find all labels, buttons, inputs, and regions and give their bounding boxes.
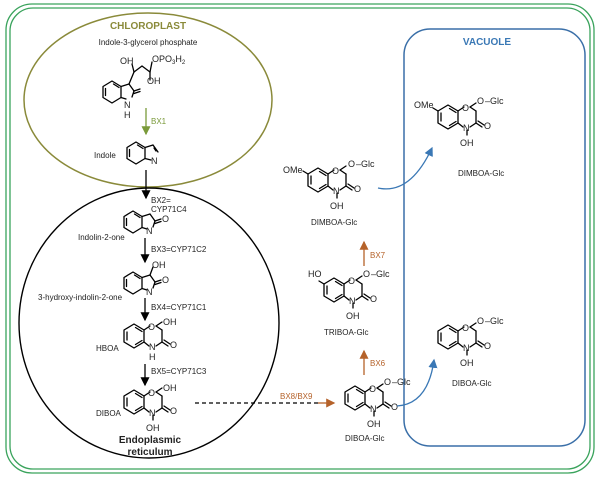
- indolinone-structure: [123, 210, 162, 234]
- hboa-h: H: [149, 352, 156, 362]
- bx4-label: BX4=CYP71C1: [151, 303, 207, 312]
- vac-diboa-glc-structure: [437, 322, 485, 356]
- bx6-label: BX6: [370, 359, 386, 368]
- vacuole-membrane: [403, 28, 586, 447]
- diboa-n: N: [149, 408, 156, 418]
- bx2-label-a: BX2=: [151, 196, 171, 205]
- cell-outline: [5, 3, 595, 474]
- triboa-glc-oglc: O–Glc: [363, 269, 390, 279]
- vac-diboa-glc-o-carbonyl: O: [484, 341, 491, 351]
- vac-diboa-glc-o-ring: O: [462, 323, 469, 333]
- vac-diboa-glc-label: DIBOA-Glc: [452, 379, 492, 388]
- igp-phosphate: OPO3H2: [152, 54, 186, 66]
- triboa-glc-label: TRIBOA-Glc: [324, 328, 368, 337]
- hboa-oh: OH: [163, 317, 177, 327]
- igp-label: Indole-3-glycerol phosphate: [99, 38, 198, 47]
- triboa-glc-n: N: [349, 296, 356, 306]
- hboa-structure: [123, 321, 171, 349]
- chloroplast-membrane: [23, 12, 273, 188]
- er-title-line1: Endoplasmic: [119, 435, 182, 446]
- bx7-label: BX7: [370, 251, 386, 260]
- hboa-label: HBOA: [96, 344, 119, 353]
- diboa-glc-oglc: O–Glc: [384, 377, 411, 387]
- vac-dimboa-glc-oh: OH: [460, 138, 474, 148]
- diboa-oh-top: OH: [163, 383, 177, 393]
- dimboa-glc-oh: OH: [330, 201, 344, 211]
- indole-n: N: [151, 156, 158, 166]
- diboa-glc-n: N: [370, 404, 377, 414]
- triboa-glc-oh: OH: [346, 311, 360, 321]
- dimboa-glc-ome: OMe: [283, 165, 303, 175]
- vac-dimboa-glc-label: DIMBOA-Glc: [458, 169, 504, 178]
- hboa-o-ring: O: [148, 322, 155, 332]
- indolinone-label: Indolin-2-one: [78, 233, 125, 242]
- triboa-glc-ho: HO: [308, 269, 322, 279]
- dimboa-glc-oglc: O–Glc: [348, 159, 375, 169]
- diboa-glc-o-ring: O: [369, 384, 376, 394]
- diboa-structure: [123, 387, 171, 421]
- dimboa-transport-arrow: [377, 146, 433, 190]
- triboa-glc-o-ring: O: [348, 276, 355, 286]
- diboa-label: DIBOA: [96, 409, 122, 418]
- bx2-label-b: CYP71C4: [151, 205, 187, 214]
- diboa-glc-structure: [344, 383, 392, 417]
- bx1-label: BX1: [151, 117, 167, 126]
- diboa-o-carbonyl: O: [170, 406, 177, 416]
- er-title-line2: reticulum: [127, 447, 172, 458]
- bx3-label: BX3=CYP71C2: [151, 245, 207, 254]
- bx5-label: BX5=CYP71C3: [151, 367, 207, 376]
- igp-n: N: [124, 100, 131, 110]
- hboa-n: N: [149, 342, 156, 352]
- diboa-oh-bottom: OH: [146, 423, 160, 433]
- igp-oh-2: OH: [147, 76, 161, 86]
- vacuole-title: VACUOLE: [463, 37, 511, 48]
- vac-dimboa-glc-structure: [432, 102, 485, 136]
- hydroxyindolinone-structure: [123, 266, 162, 295]
- dimboa-glc-o-ring: O: [332, 166, 339, 176]
- igp-h: H: [124, 110, 131, 120]
- hydroxyindolinone-o: O: [162, 275, 169, 285]
- hydroxyindolinone-oh: OH: [152, 260, 166, 270]
- indolinone-n: N: [146, 226, 153, 236]
- diboa-transport-arrow: [396, 358, 438, 407]
- diboa-glc-o-carbonyl: O: [391, 402, 398, 412]
- vac-dimboa-glc-oglc: O–Glc: [477, 96, 504, 106]
- vac-dimboa-glc-ome: OMe: [414, 100, 434, 110]
- diboa-glc-oh: OH: [367, 419, 381, 429]
- igp-oh-1: OH: [120, 56, 134, 66]
- dimboa-glc-structure: [302, 165, 355, 199]
- vac-diboa-glc-oglc: O–Glc: [477, 316, 504, 326]
- vac-dimboa-glc-n: N: [463, 123, 470, 133]
- hydroxyindolinone-label: 3-hydroxy-indolin-2-one: [38, 293, 123, 302]
- dimboa-glc-o-carbonyl: O: [354, 184, 361, 194]
- igp-structure: [102, 61, 153, 104]
- er-membrane: [18, 187, 280, 459]
- hboa-o-carbonyl: O: [170, 340, 177, 350]
- diboa-glc-label: DIBOA-Glc: [345, 434, 385, 443]
- indolinone-o: O: [162, 214, 169, 224]
- bx8-bx9-label: BX8/BX9: [280, 392, 313, 401]
- indole-structure: [126, 141, 159, 165]
- indole-label: Indole: [94, 151, 116, 160]
- vac-dimboa-glc-o-carbonyl: O: [484, 121, 491, 131]
- vac-diboa-glc-n: N: [463, 343, 470, 353]
- dimboa-glc-label: DIMBOA-Glc: [311, 218, 357, 227]
- diboa-o-ring: O: [148, 388, 155, 398]
- vac-diboa-glc-oh: OH: [460, 358, 474, 368]
- vac-dimboa-glc-o-ring: O: [462, 103, 469, 113]
- dimboa-glc-n: N: [333, 186, 340, 196]
- triboa-glc-structure: [318, 275, 371, 309]
- hydroxyindolinone-n: N: [146, 287, 153, 297]
- triboa-glc-o-carbonyl: O: [370, 294, 377, 304]
- chloroplast-title: CHLOROPLAST: [110, 21, 186, 32]
